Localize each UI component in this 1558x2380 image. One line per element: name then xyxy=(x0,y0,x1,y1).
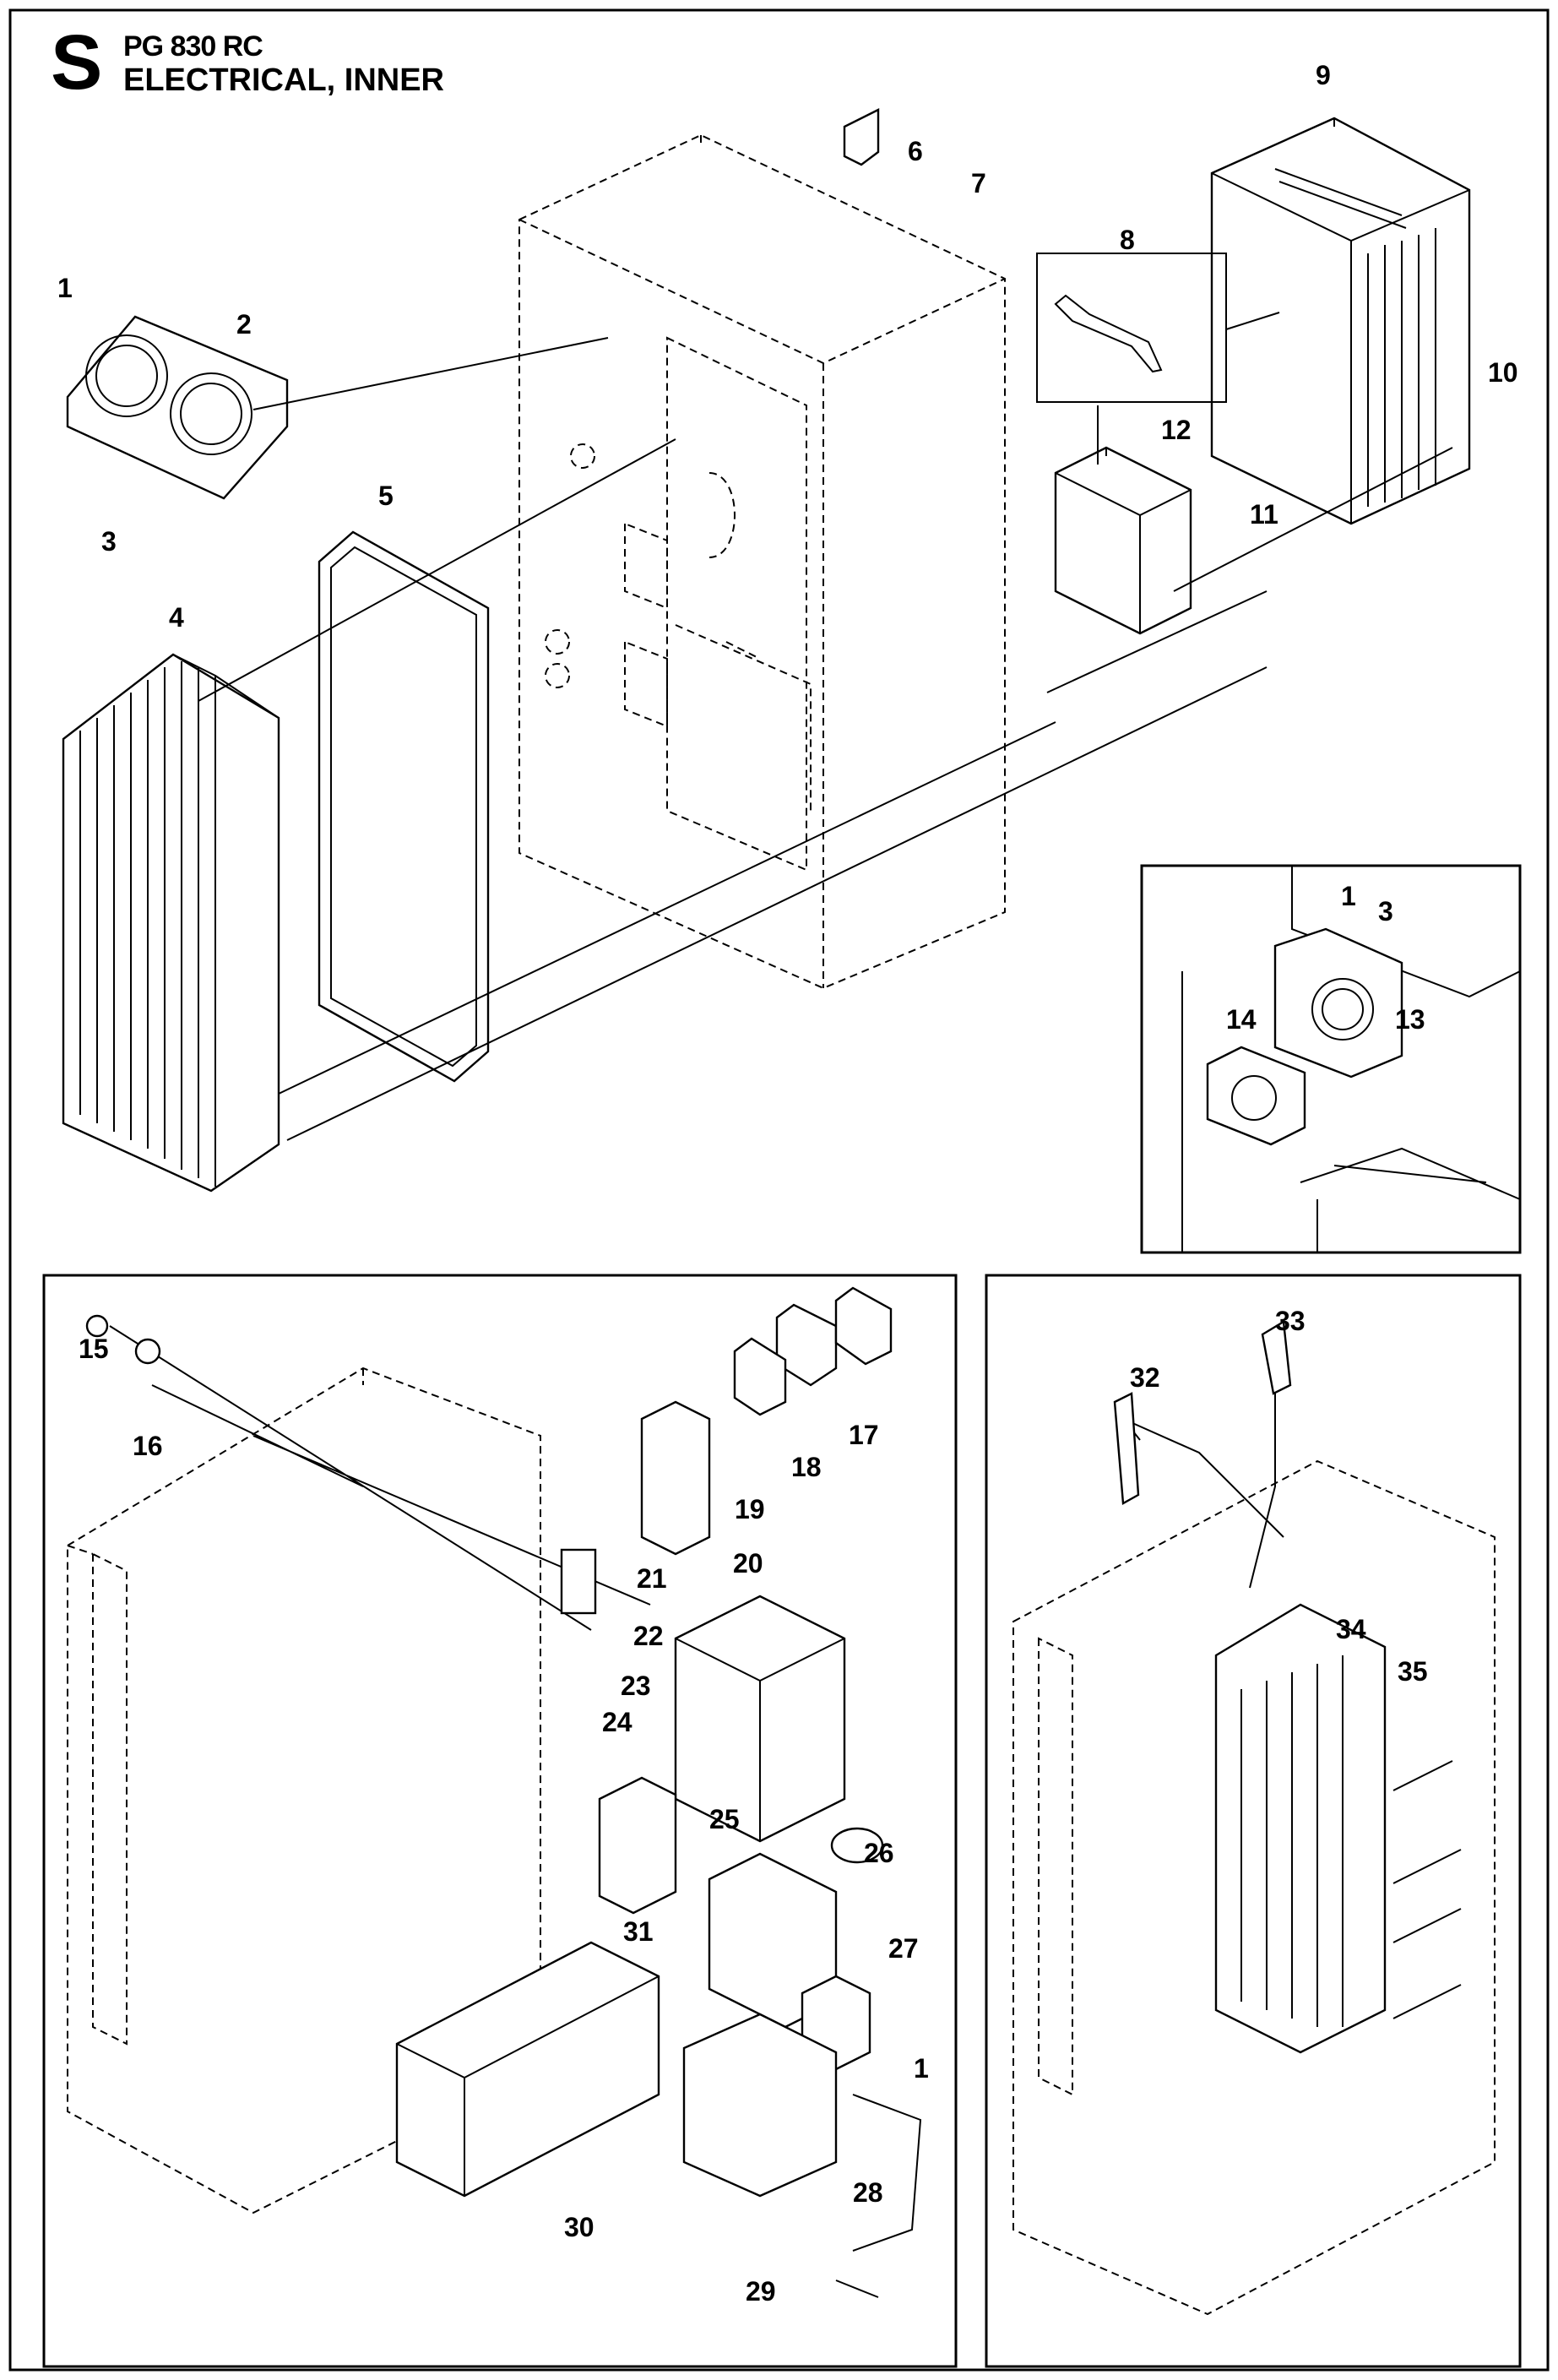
inset-fan-frame xyxy=(1140,864,1522,1254)
leader-lines xyxy=(198,312,1453,1141)
callout-29: 29 xyxy=(746,2276,776,2307)
callout-11: 11 xyxy=(1250,499,1278,530)
callout-10: 10 xyxy=(1488,357,1518,388)
inset-callout-14: 14 xyxy=(1226,1004,1257,1035)
lower-right-frame xyxy=(985,1274,1522,2368)
callout-16: 16 xyxy=(133,1431,163,1461)
callout-27: 27 xyxy=(888,1933,919,1964)
lower-left-frame xyxy=(42,1274,958,2368)
callout-25: 25 xyxy=(709,1804,740,1834)
model-name: PG 830 RC xyxy=(123,30,263,62)
callout-28: 28 xyxy=(853,2177,883,2208)
lower-right-drawing xyxy=(1012,1320,1496,2316)
inverter-module xyxy=(1054,446,1192,635)
diagram-title: ELECTRICAL, INNER xyxy=(123,62,444,98)
cover xyxy=(1210,117,1471,525)
callout-3: 3 xyxy=(101,526,117,557)
gasket xyxy=(318,530,490,1083)
callout-18: 18 xyxy=(791,1452,822,1482)
callout-2: 2 xyxy=(236,309,252,340)
callout-32: 32 xyxy=(1130,1362,1160,1393)
callout-7: 7 xyxy=(971,168,986,198)
callout-19: 19 xyxy=(735,1494,765,1524)
lower-left-callouts: 15 16 17 18 19 20 21 22 23 24 25 26 27 2… xyxy=(79,1334,929,2307)
callout-17: 17 xyxy=(849,1420,879,1450)
section-letter: S xyxy=(51,19,103,106)
inset-callout-1: 1 xyxy=(1341,881,1356,911)
callout-9: 9 xyxy=(1316,60,1331,90)
grease-inset-box xyxy=(1036,253,1227,403)
callout-5: 5 xyxy=(378,481,394,511)
callout-1-lower: 1 xyxy=(914,2053,929,2084)
lower-left-drawing xyxy=(67,1286,922,2298)
fan-plate-assembly xyxy=(66,315,289,500)
lower-right-callouts: 32 33 34 35 xyxy=(1130,1306,1428,1687)
callout-30: 30 xyxy=(564,2212,594,2242)
callout-8: 8 xyxy=(1120,225,1135,255)
callout-23: 23 xyxy=(621,1671,651,1701)
inset-fan-drawing xyxy=(1181,866,1521,1252)
inset-fan-callouts: 1 3 13 14 xyxy=(1226,881,1425,1035)
inset-callout-13: 13 xyxy=(1395,1004,1425,1035)
callout-31: 31 xyxy=(623,1916,654,1947)
callout-34: 34 xyxy=(1336,1614,1366,1644)
callout-4: 4 xyxy=(169,602,184,633)
callout-24: 24 xyxy=(602,1707,632,1737)
callout-26: 26 xyxy=(864,1838,894,1868)
callout-12: 12 xyxy=(1161,415,1192,445)
callout-22: 22 xyxy=(633,1621,664,1651)
bracket xyxy=(843,108,880,166)
main-callouts: 1 2 3 4 5 6 7 8 9 10 11 12 xyxy=(57,60,1518,633)
callout-1: 1 xyxy=(57,273,73,303)
callout-21: 21 xyxy=(637,1563,667,1594)
callout-15: 15 xyxy=(79,1334,109,1364)
callout-35: 35 xyxy=(1398,1656,1428,1687)
enclosure-outline xyxy=(518,133,1006,990)
callout-33: 33 xyxy=(1275,1306,1306,1336)
inset-callout-3: 3 xyxy=(1378,896,1393,926)
grease-syringe xyxy=(1054,294,1163,373)
callout-20: 20 xyxy=(733,1548,763,1579)
heat-sink xyxy=(62,653,280,1193)
callout-6: 6 xyxy=(908,136,923,166)
outer-border xyxy=(8,8,1550,2372)
main-assembly xyxy=(62,108,1471,1193)
